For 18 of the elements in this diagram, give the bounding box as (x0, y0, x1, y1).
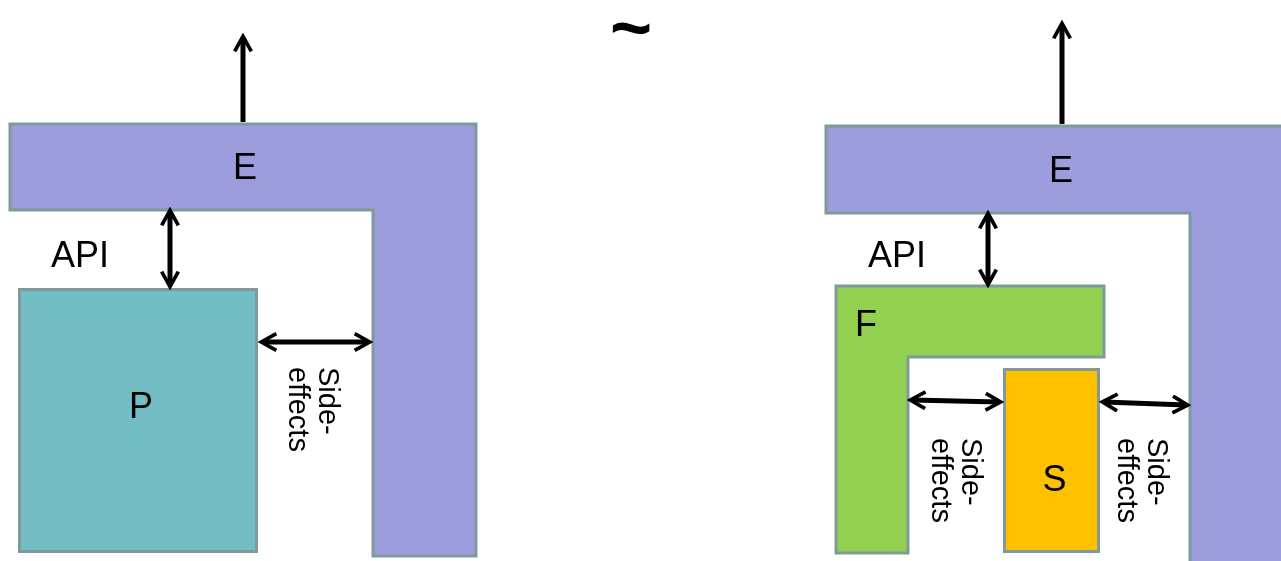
double-arrow (1100, 392, 1190, 415)
l-shaped-block (10, 124, 476, 556)
arrow (232, 34, 254, 122)
double-arrow (977, 211, 999, 287)
block-label: S (1042, 457, 1067, 500)
block-label: F (855, 303, 877, 345)
double-arrow (908, 390, 1003, 412)
l-shaped-block (826, 126, 1281, 561)
block-label: E (233, 146, 257, 188)
arrow (1051, 21, 1073, 124)
double-arrow (159, 208, 181, 289)
double-arrow (259, 331, 372, 353)
block-label: P (129, 385, 153, 427)
l-shaped-block (836, 286, 1104, 553)
block (18, 288, 258, 553)
block (1003, 368, 1100, 553)
tilde-label: ~ (610, 0, 653, 68)
block-label: E (1049, 148, 1073, 191)
